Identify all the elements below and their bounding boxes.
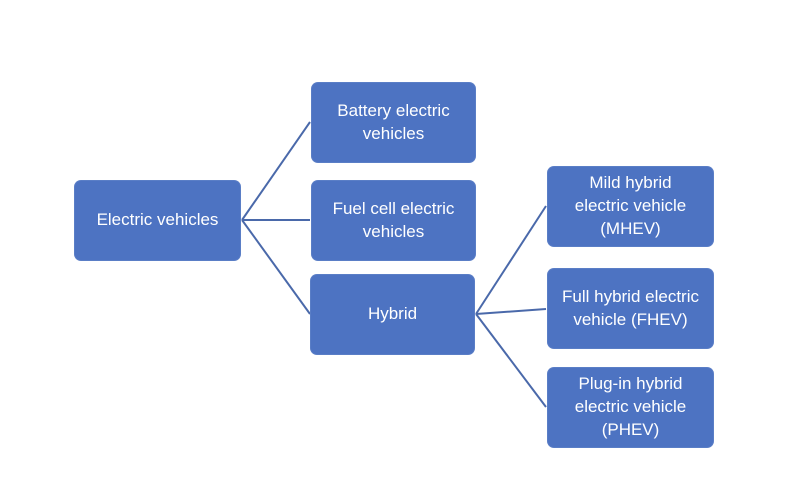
connector-hybrid-to-mhev bbox=[475, 205, 547, 315]
node-electric-vehicles: Electric vehicles bbox=[74, 180, 241, 261]
node-battery-electric-vehicles: Battery electric vehicles bbox=[311, 82, 476, 163]
connector-hybrid-to-phev bbox=[475, 313, 547, 408]
connector-hybrid-to-fhev bbox=[475, 308, 547, 315]
node-fuel-cell-electric-vehicles: Fuel cell electric vehicles bbox=[311, 180, 476, 261]
node-plug-in-hybrid: Plug-in hybrid electric vehicle (PHEV) bbox=[547, 367, 714, 448]
node-mild-hybrid: Mild hybrid electric vehicle (MHEV) bbox=[547, 166, 714, 247]
connector-root-to-hybrid bbox=[241, 219, 311, 315]
node-hybrid: Hybrid bbox=[310, 274, 475, 355]
node-full-hybrid: Full hybrid electric vehicle (FHEV) bbox=[547, 268, 714, 349]
connector-root-to-bev bbox=[241, 121, 311, 221]
